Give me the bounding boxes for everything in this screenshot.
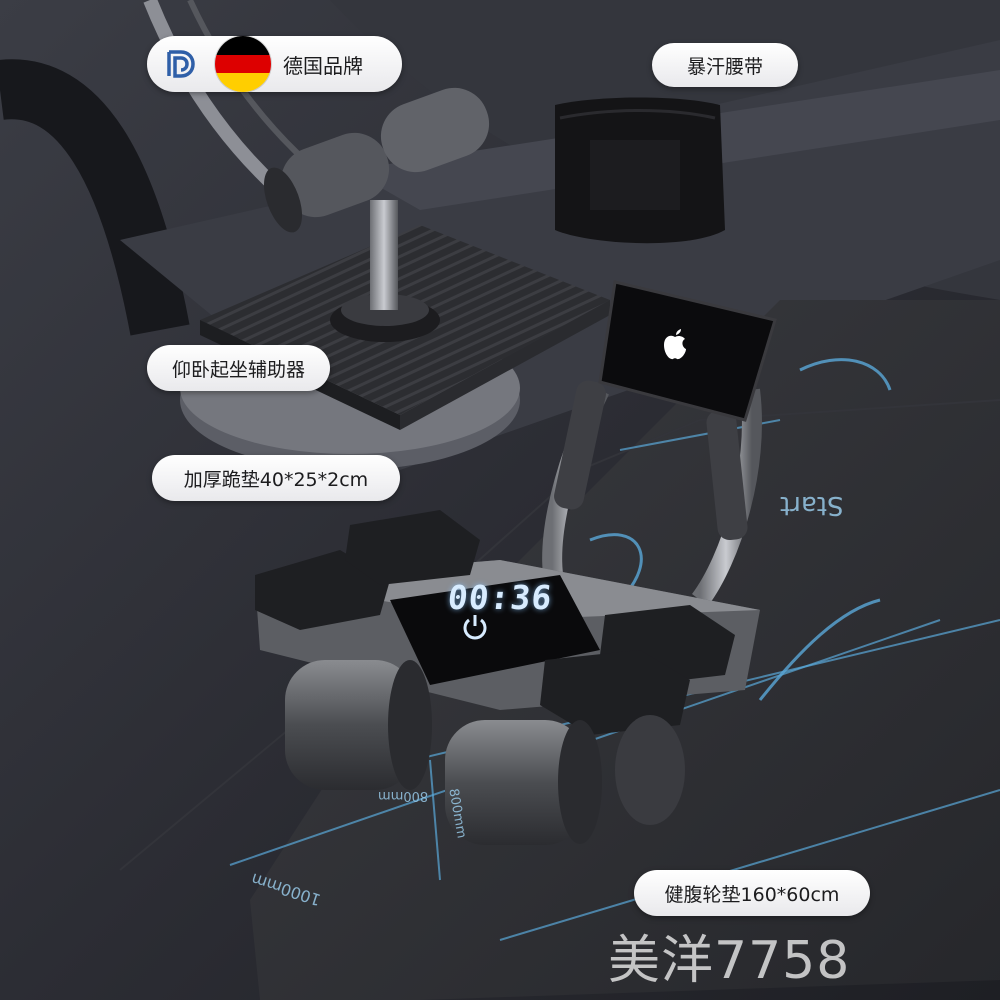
mat-800mm-text: 800mm: [378, 788, 429, 803]
sweat-belt-label: 暴汗腰带: [652, 43, 798, 87]
situp-assist-label: 仰卧起坐辅助器: [147, 345, 330, 391]
rd-logo-icon: [161, 44, 201, 84]
brand-label: 德国品牌: [283, 53, 363, 78]
german-flag-icon: [215, 36, 271, 92]
knee-pad-label: 加厚跪垫40*25*2cm: [152, 455, 400, 501]
ab-wheel-mat-label: 健腹轮垫160*60cm: [634, 870, 870, 916]
mat-start-text: Start: [780, 490, 844, 520]
power-icon: [460, 612, 490, 646]
watermark: 美洋7758: [608, 931, 851, 991]
brand-badge: 德国品牌: [147, 36, 402, 92]
apple-logo-icon: [660, 328, 690, 366]
